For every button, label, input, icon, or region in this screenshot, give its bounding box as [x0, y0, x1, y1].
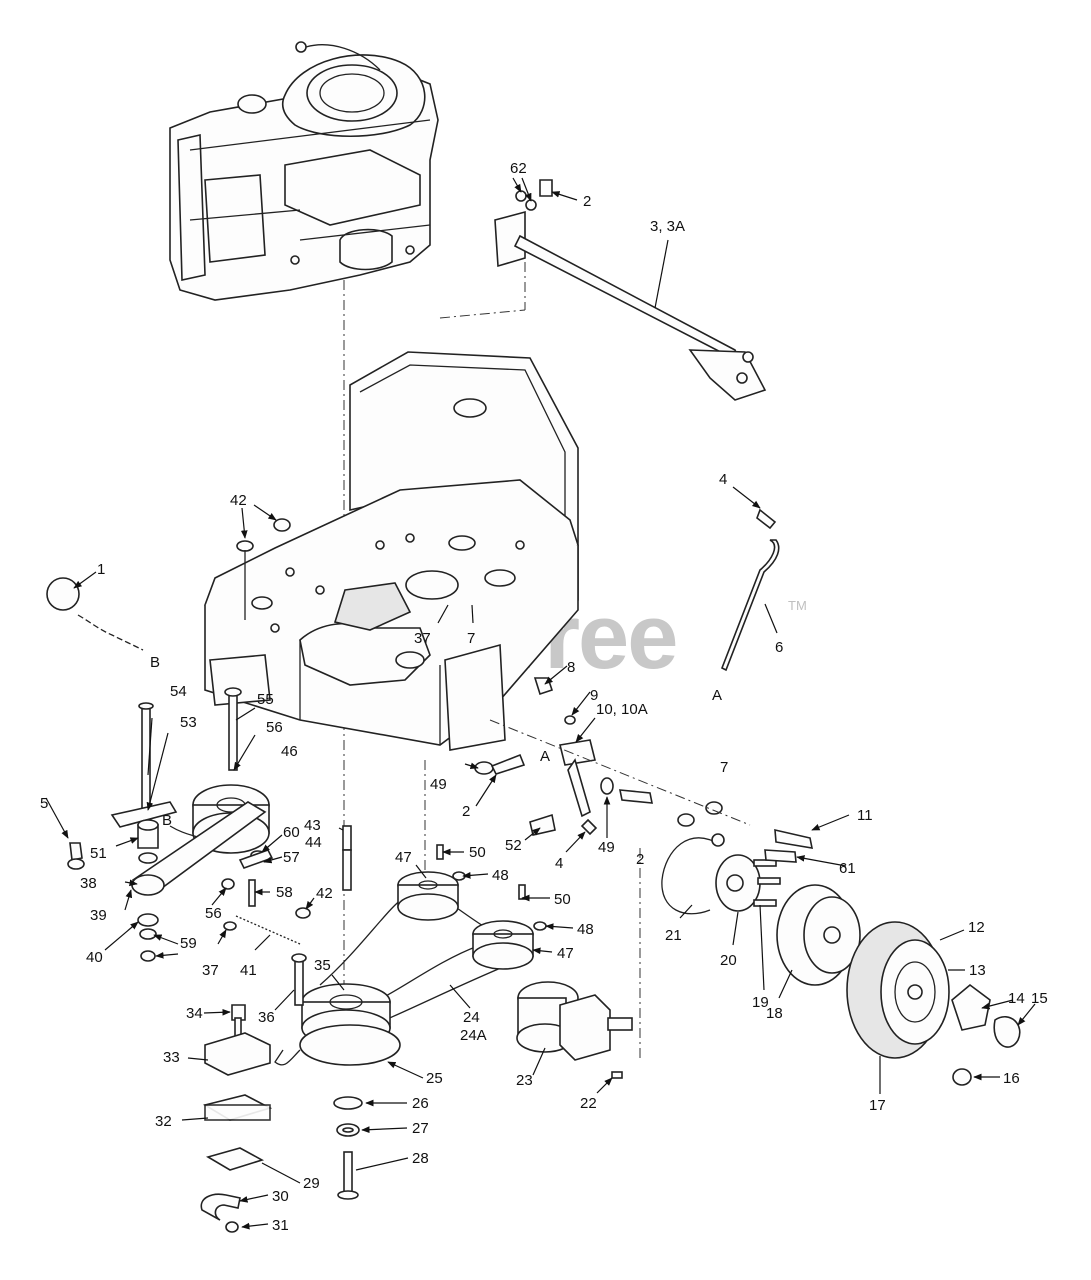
- callout-43: 43: [304, 817, 321, 834]
- callout-labels: 62 2 3, 3A 4 42 1 B 37 7 6 A 8 54 55 53 …: [40, 160, 1048, 1234]
- callout-18: 18: [766, 1005, 783, 1022]
- callout-58: 58: [276, 884, 293, 901]
- callout-47-top: 47: [395, 849, 412, 866]
- callout-56-pulley: 56: [266, 719, 283, 736]
- watermark-tm: TM: [788, 598, 807, 613]
- left-side-parts[interactable]: [46, 518, 352, 962]
- callout-42-mid: 42: [316, 885, 333, 902]
- callout-49-right: 49: [598, 839, 615, 856]
- callout-62: 62: [510, 160, 527, 177]
- callout-22: 22: [580, 1095, 597, 1112]
- callout-30: 30: [272, 1188, 289, 1205]
- callout-9: 9: [590, 687, 598, 704]
- callout-28: 28: [412, 1150, 429, 1167]
- callout-41: 41: [240, 962, 257, 979]
- callout-59: 59: [180, 935, 197, 952]
- callout-17: 17: [869, 1097, 886, 1114]
- callout-15: 15: [1031, 990, 1048, 1007]
- callout-55: 55: [257, 691, 274, 708]
- callout-a-rod: A: [712, 687, 722, 704]
- callout-29: 29: [303, 1175, 320, 1192]
- callout-51: 51: [90, 845, 107, 862]
- callout-19: 19: [752, 994, 769, 1011]
- callout-37-lower: 37: [202, 962, 219, 979]
- callout-42-top: 42: [230, 492, 247, 509]
- callout-50-mid: 50: [554, 891, 571, 908]
- callout-2-right: 2: [636, 851, 644, 868]
- callout-6: 6: [775, 639, 783, 656]
- callout-12: 12: [968, 919, 985, 936]
- callout-5: 5: [40, 795, 48, 812]
- callout-38: 38: [80, 875, 97, 892]
- callout-16: 16: [1003, 1070, 1020, 1087]
- belt-drive[interactable]: [231, 844, 547, 1200]
- mid-hardware[interactable]: [474, 677, 723, 836]
- callout-48-top: 48: [492, 867, 509, 884]
- callout-23: 23: [516, 1072, 533, 1089]
- callout-a-bracket: A: [540, 748, 550, 765]
- callout-24a: 24A: [460, 1027, 487, 1044]
- callout-4-rod: 4: [719, 471, 727, 488]
- callout-b-arm: B: [162, 812, 172, 829]
- callout-32: 32: [155, 1113, 172, 1130]
- callout-8: 8: [567, 659, 575, 676]
- leader-lines: [45, 177, 1036, 1230]
- callout-56-arm: 56: [205, 905, 222, 922]
- callout-20: 20: [720, 952, 737, 969]
- callout-31: 31: [272, 1217, 289, 1234]
- callout-7-right: 7: [720, 759, 728, 776]
- callout-60: 60: [283, 824, 300, 841]
- engine[interactable]: [169, 41, 439, 301]
- callout-2-top: 2: [583, 193, 591, 210]
- callout-36: 36: [258, 1009, 275, 1026]
- callout-46: 46: [281, 743, 298, 760]
- callout-10-10a: 10, 10A: [596, 701, 648, 718]
- callout-21: 21: [665, 927, 682, 944]
- top-hardware[interactable]: [515, 179, 553, 211]
- callout-35: 35: [314, 957, 331, 974]
- callout-34: 34: [186, 1005, 203, 1022]
- callout-1: 1: [97, 561, 105, 578]
- callout-13: 13: [969, 962, 986, 979]
- hydraulic-motor[interactable]: [516, 981, 633, 1079]
- callout-25: 25: [426, 1070, 443, 1087]
- callout-2-mid: 2: [462, 803, 470, 820]
- callout-37-frame: 37: [414, 630, 431, 647]
- callout-24: 24: [463, 1009, 480, 1026]
- callout-57: 57: [283, 849, 300, 866]
- tie-rod[interactable]: [494, 210, 767, 401]
- callout-14: 14: [1008, 990, 1025, 1007]
- wheel-assembly[interactable]: [661, 828, 1021, 1086]
- callout-61: 61: [839, 860, 856, 877]
- callout-11: 11: [857, 807, 873, 824]
- callout-48-mid: 48: [577, 921, 594, 938]
- callout-7-frame: 7: [467, 630, 475, 647]
- callout-44: 44: [305, 834, 322, 851]
- callout-47-lower: 47: [557, 945, 574, 962]
- callout-3-3a: 3, 3A: [650, 218, 685, 235]
- callout-40: 40: [86, 949, 103, 966]
- callout-49-left: 49: [430, 776, 447, 793]
- callout-52: 52: [505, 837, 522, 854]
- callout-53: 53: [180, 714, 197, 731]
- callout-b-chain: B: [150, 654, 160, 671]
- callout-4-bracket: 4: [555, 855, 563, 872]
- callout-39: 39: [90, 907, 107, 924]
- callout-50-top: 50: [469, 844, 486, 861]
- chassis-frame[interactable]: [204, 351, 579, 751]
- callout-54: 54: [170, 683, 187, 700]
- callout-27: 27: [412, 1120, 429, 1137]
- callout-33: 33: [163, 1049, 180, 1066]
- callout-26: 26: [412, 1095, 429, 1112]
- link-rod[interactable]: [720, 508, 780, 672]
- bottom-left-parts[interactable]: [200, 1032, 273, 1233]
